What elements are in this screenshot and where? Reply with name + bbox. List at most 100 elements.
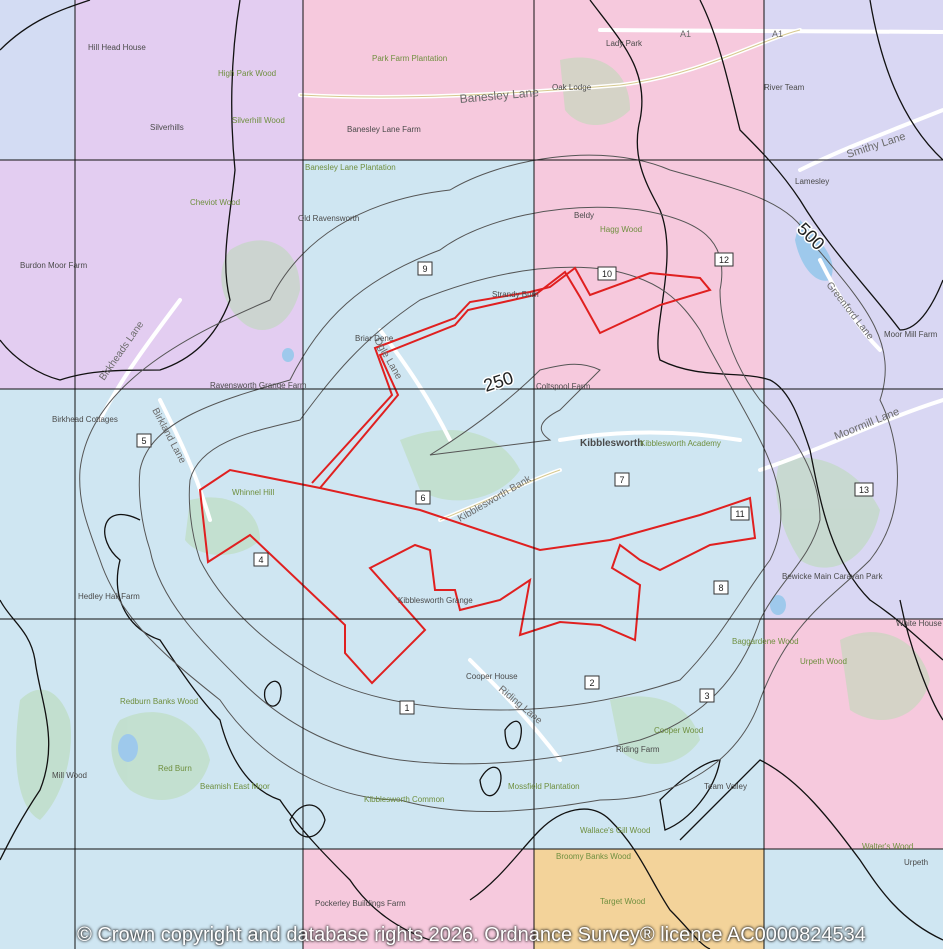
woodland-patch bbox=[111, 712, 210, 800]
woodland-patch bbox=[16, 689, 71, 820]
place-label: Hagg Wood bbox=[600, 225, 642, 234]
a1-road bbox=[598, 28, 943, 34]
copyright-notice: © Crown copyright and database rights 20… bbox=[77, 924, 866, 946]
zone-cell bbox=[75, 0, 303, 160]
woodland-patch bbox=[610, 696, 700, 764]
grid-marker-8[interactable]: 8 bbox=[713, 580, 729, 595]
zone-boundary bbox=[699, 0, 943, 331]
grid-number: 9 bbox=[422, 264, 427, 274]
place-label: Mossfield Plantation bbox=[508, 782, 580, 791]
zone-cell bbox=[0, 160, 75, 389]
grid-marker-13[interactable]: 13 bbox=[854, 482, 874, 497]
place-label: Oak Lodge bbox=[552, 83, 592, 92]
woodland-patch bbox=[221, 240, 300, 330]
grid-marker-12[interactable]: 12 bbox=[714, 252, 734, 267]
grid-marker-9[interactable]: 9 bbox=[417, 261, 433, 276]
grid-number: 12 bbox=[719, 255, 729, 265]
place-label: Banesley Lane Farm bbox=[347, 125, 421, 134]
place-label: Target Wood bbox=[600, 897, 645, 906]
place-label: Kibblesworth Common bbox=[364, 795, 444, 804]
zone-island bbox=[263, 680, 282, 707]
place-labels: Hill Head House High Park Wood Park Farm… bbox=[20, 39, 942, 908]
kibblesworth-street bbox=[558, 430, 742, 442]
place-label: Moor Mill Farm bbox=[884, 330, 938, 339]
place-label: Park Farm Plantation bbox=[372, 54, 447, 63]
place-label: Urpeth bbox=[904, 858, 928, 867]
grid-number: 10 bbox=[602, 269, 612, 279]
grid-number: 13 bbox=[859, 485, 869, 495]
site-boundary-layer bbox=[198, 266, 757, 685]
place-label: Team Valley bbox=[704, 782, 747, 791]
zone-cell bbox=[0, 389, 303, 619]
woodland-patch bbox=[560, 57, 630, 125]
riding-lane-road bbox=[468, 658, 562, 762]
grid-number: 7 bbox=[619, 475, 624, 485]
place-label: Baggardene Wood bbox=[732, 637, 799, 646]
grid-marker-4[interactable]: 4 bbox=[253, 552, 269, 567]
grid-number: 1 bbox=[404, 703, 409, 713]
grid-number: 3 bbox=[704, 691, 709, 701]
place-label: Riding Farm bbox=[616, 745, 660, 754]
place-label: Hedley Hall Farm bbox=[78, 592, 140, 601]
place-label: River Team bbox=[764, 83, 805, 92]
zone-boundary bbox=[679, 759, 943, 941]
place-label: Briar Dene bbox=[355, 334, 394, 343]
place-label: Old Ravensworth bbox=[298, 214, 359, 223]
zone-cell bbox=[764, 0, 943, 160]
place-label: Strandy Burn bbox=[492, 290, 539, 299]
place-label: Redburn Banks Wood bbox=[120, 697, 198, 706]
place-label: Cooper Wood bbox=[654, 726, 703, 735]
grid-marker-10[interactable]: 10 bbox=[597, 266, 617, 281]
buffer-ring-250 bbox=[138, 206, 821, 765]
pond bbox=[118, 734, 138, 762]
grid-marker-2[interactable]: 2 bbox=[584, 675, 600, 690]
zone-island bbox=[504, 720, 522, 750]
place-label: White House bbox=[896, 619, 942, 628]
woodland-patch bbox=[776, 457, 880, 568]
zone-boundary bbox=[0, 0, 91, 51]
road-label-banesley-lane: Banesley Lane bbox=[459, 85, 540, 106]
grid-marker-3[interactable]: 3 bbox=[699, 688, 715, 703]
place-label: Bewicke Main Caravan Park bbox=[782, 572, 883, 581]
site-boundary-main bbox=[198, 468, 757, 685]
grid-number: 8 bbox=[718, 583, 723, 593]
zone-cell bbox=[764, 849, 943, 949]
place-label: Lady Park bbox=[606, 39, 643, 48]
place-label: Lamesley bbox=[795, 177, 829, 186]
road-edge bbox=[439, 469, 561, 521]
place-label: Kibblesworth Academy bbox=[640, 439, 721, 448]
place-label: Urpeth Wood bbox=[800, 657, 847, 666]
moormill-lane-road bbox=[758, 398, 943, 472]
grid-marker-5[interactable]: 5 bbox=[136, 433, 152, 448]
zone-boundary bbox=[869, 0, 943, 161]
grid-number: 11 bbox=[735, 509, 744, 519]
woodland-patch bbox=[840, 632, 930, 720]
grid-marker-1[interactable]: 1 bbox=[399, 700, 415, 715]
zone-boundary bbox=[469, 808, 711, 949]
zone-cell bbox=[534, 160, 764, 389]
grid-number: 2 bbox=[589, 678, 594, 688]
zone-boundary bbox=[0, 0, 241, 381]
zone-cell bbox=[0, 849, 303, 949]
place-label: Birkhead Cottages bbox=[52, 415, 118, 424]
grid-marker-11[interactable]: 11 bbox=[730, 506, 750, 521]
grid-number: 5 bbox=[141, 436, 146, 446]
pond bbox=[770, 595, 786, 615]
zone-cell bbox=[534, 849, 764, 949]
place-label: Walter's Wood bbox=[862, 842, 913, 851]
buffer-layer bbox=[79, 154, 898, 813]
zone-island bbox=[479, 766, 502, 797]
place-label: Wallace's Gill Wood bbox=[580, 826, 650, 835]
pond bbox=[282, 348, 294, 362]
place-label: Ravensworth Grange Farm bbox=[210, 381, 307, 390]
grid-marker-7[interactable]: 7 bbox=[614, 472, 630, 487]
greenford-lane-road bbox=[818, 258, 882, 352]
place-label: Broomy Banks Wood bbox=[556, 852, 631, 861]
place-label: Pockerley Buildings Farm bbox=[315, 899, 406, 908]
place-label: Whinnel Hill bbox=[232, 488, 274, 497]
grid-marker-6[interactable]: 6 bbox=[415, 490, 431, 505]
